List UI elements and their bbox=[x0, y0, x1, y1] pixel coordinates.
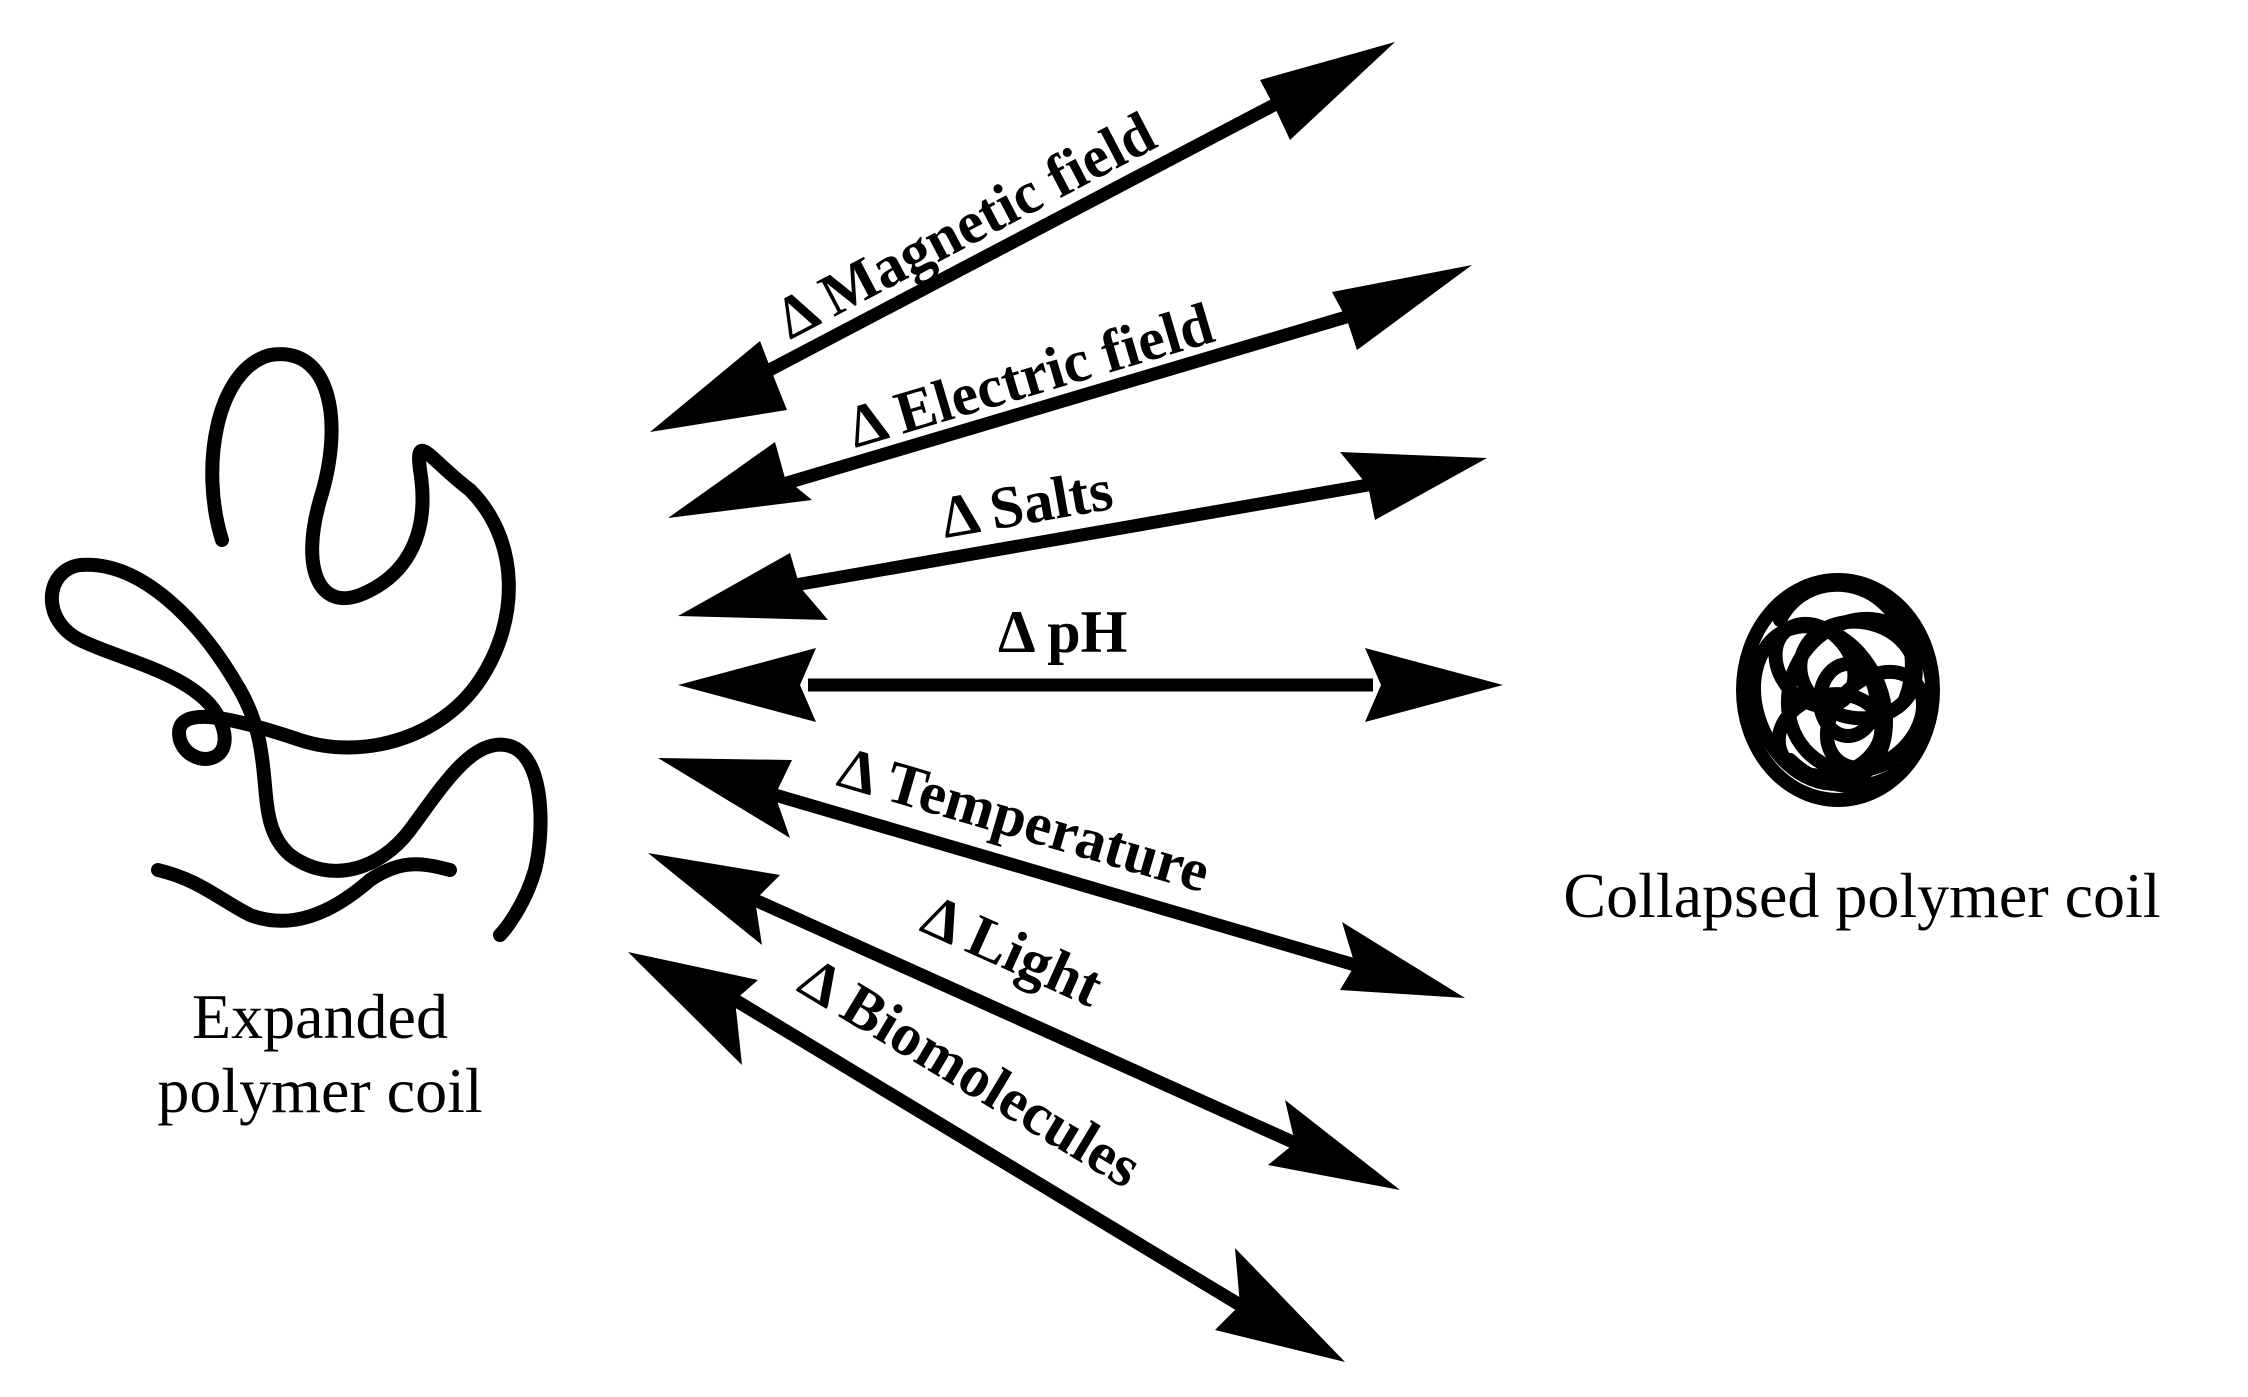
expanded-coil-caption: Expanded polymer coil bbox=[157, 981, 482, 1126]
collapsed-polymer-coil bbox=[1736, 573, 1940, 807]
label-magnetic-field: Δ Magnetic field bbox=[765, 99, 1165, 352]
stimulus-labels: Δ Magnetic field Δ Electric field Δ Salt… bbox=[765, 99, 1220, 1201]
arrow-magnetic-field bbox=[650, 42, 1395, 432]
arrow-ph bbox=[678, 648, 1503, 722]
label-light: Δ Light bbox=[913, 882, 1113, 1020]
stimulus-arrows bbox=[628, 42, 1503, 1362]
arrow-temperature bbox=[658, 758, 1465, 998]
label-temperature: Δ Temperature bbox=[831, 734, 1217, 905]
expanded-polymer-coil bbox=[44, 347, 548, 942]
label-ph: Δ pH bbox=[998, 599, 1127, 665]
expanded-caption-line1: Expanded bbox=[192, 981, 448, 1052]
arrow-electric-field bbox=[668, 265, 1472, 518]
expanded-caption-line2: polymer coil bbox=[157, 1055, 482, 1126]
collapsed-coil-caption: Collapsed polymer coil bbox=[1563, 860, 2160, 931]
arrow-light bbox=[648, 853, 1400, 1190]
arrow-biomolecules bbox=[628, 952, 1345, 1362]
arrow-salts bbox=[678, 452, 1487, 620]
